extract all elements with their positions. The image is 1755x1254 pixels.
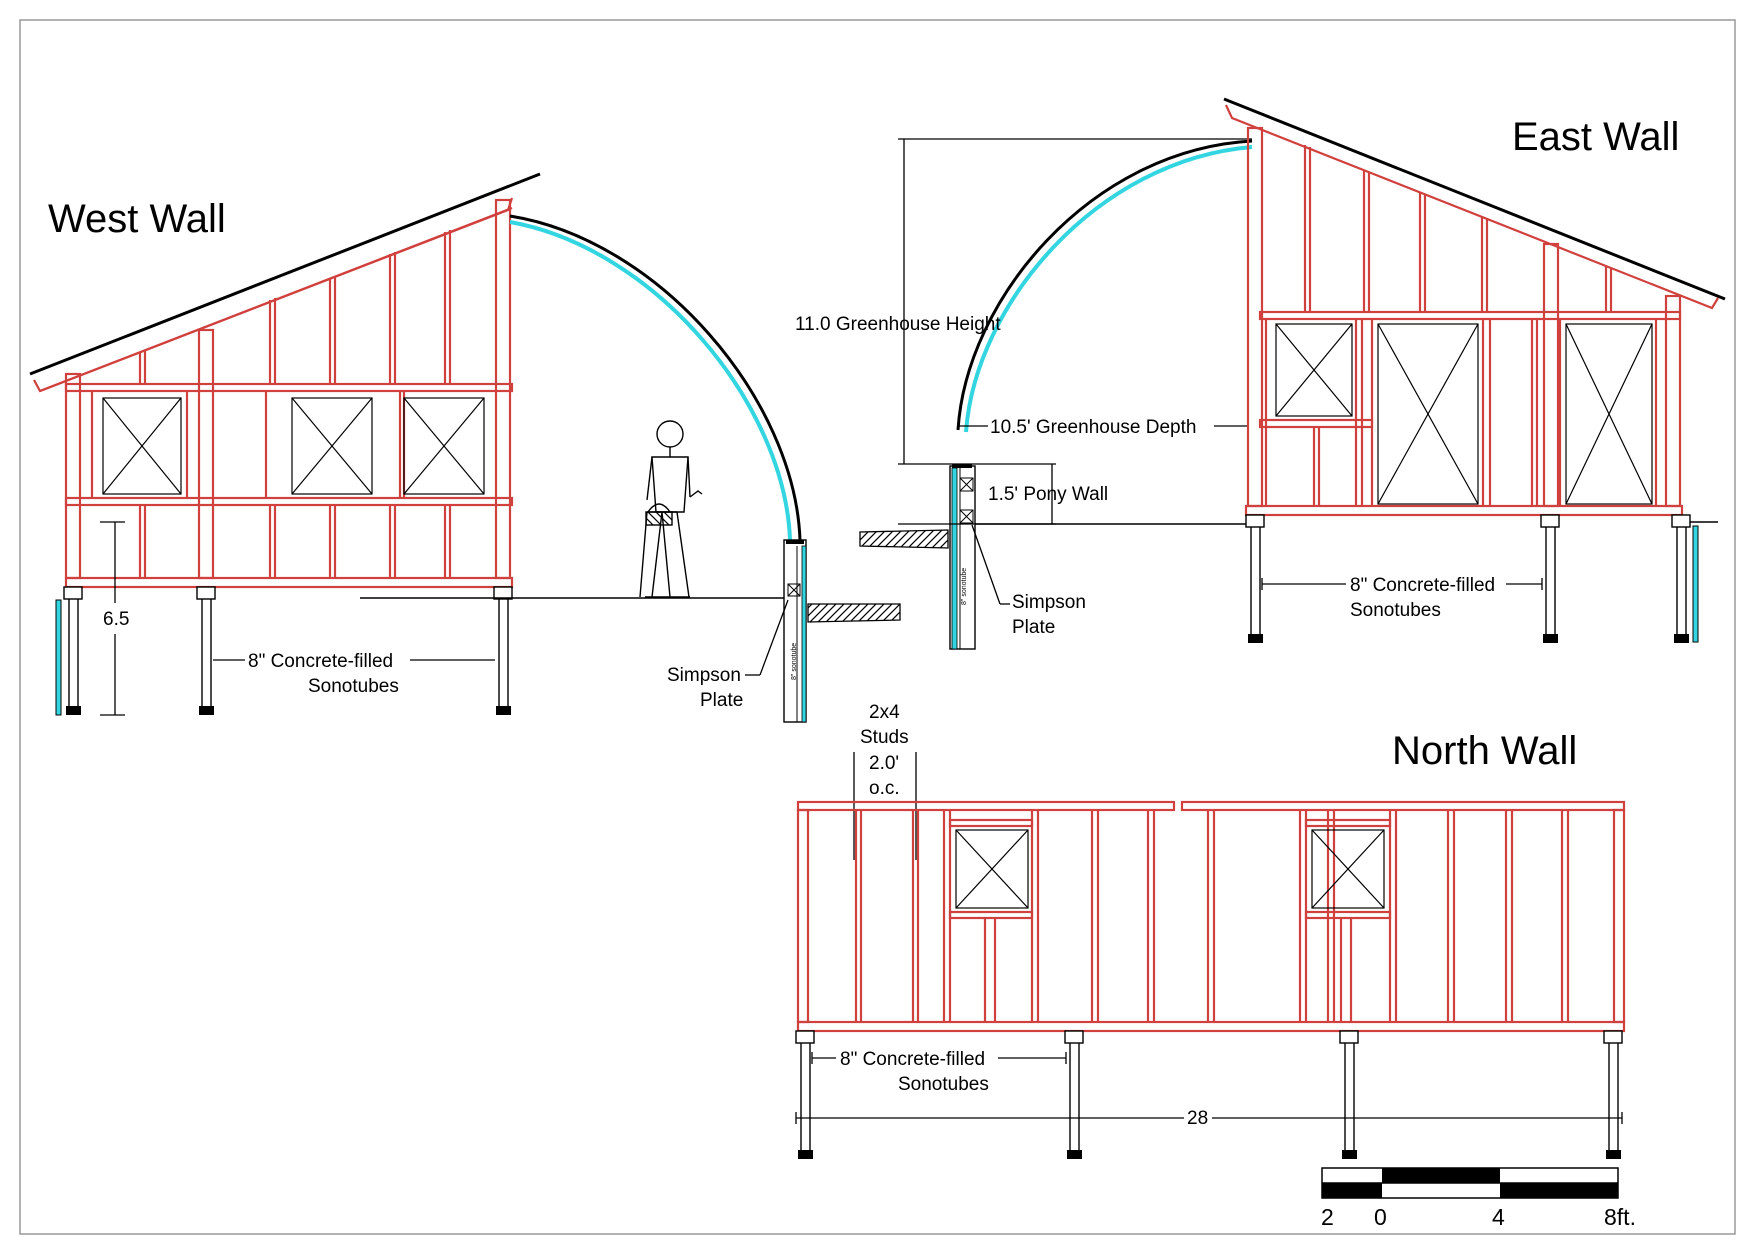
greenhouse-dimensions: 11.0 Greenhouse Height 10.5' Greenhouse … xyxy=(795,138,1252,525)
greenhouse-height-label: 11.0 Greenhouse Height xyxy=(795,314,1001,335)
west-sonotube-label-1: 8" Concrete-filled xyxy=(248,651,393,672)
north-studs-label-3: 2.0' xyxy=(869,753,899,774)
west-height-label: 6.5 xyxy=(103,609,129,630)
north-sonotubes xyxy=(795,1030,1623,1159)
east-sonotube-callout: 8" Concrete-filled Sonotubes xyxy=(1261,575,1543,621)
north-sonotube-label-1: 8" Concrete-filled xyxy=(840,1049,985,1070)
west-wall-title: West Wall xyxy=(48,197,226,241)
north-studs-label-2: Studs xyxy=(860,727,909,748)
scale-tick-0: 0 xyxy=(1374,1204,1387,1230)
scale-tick-2: 2 xyxy=(1321,1204,1334,1230)
north-wall-elevation: North Wall 2x4 Studs 2.0' o.c. xyxy=(795,702,1626,1159)
pony-wall-label: 1.5' Pony Wall xyxy=(988,484,1108,505)
west-sonotubes xyxy=(55,586,513,716)
east-sonotube-label-1: 8" Concrete-filled xyxy=(1350,575,1495,596)
scale-tick-4: 4 xyxy=(1492,1204,1505,1230)
west-simpson-label-2: Plate xyxy=(700,690,743,711)
east-greenhouse-hoop: 8" sonotube Simpson Plate xyxy=(859,139,1253,650)
north-sonotube-callout: 8" Concrete-filled Sonotubes xyxy=(811,1049,1067,1095)
east-wall-framing xyxy=(1244,126,1684,517)
person-figure xyxy=(639,420,703,598)
north-sonotube-label-2: Sonotubes xyxy=(898,1074,989,1095)
west-height-dimension: 6.5 xyxy=(100,521,129,716)
north-length-dimension: 28 xyxy=(795,1108,1623,1129)
east-door-2 xyxy=(1565,323,1653,505)
north-studs-callout: 2x4 Studs 2.0' o.c. xyxy=(853,702,917,860)
north-wall-framing xyxy=(796,800,1626,1033)
east-wall-elevation: East Wall xyxy=(1223,97,1726,643)
west-greenhouse-hoop: 8" sonotube Simpson Plate xyxy=(509,214,901,723)
west-sonotube-tag: 8" sonotube xyxy=(791,643,798,680)
east-door-1 xyxy=(1377,323,1479,505)
east-wall-title: East Wall xyxy=(1512,115,1679,159)
west-sonotube-callout: 8" Concrete-filled Sonotubes xyxy=(213,651,495,697)
greenhouse-depth-label: 10.5' Greenhouse Depth xyxy=(990,417,1196,438)
west-window-3 xyxy=(403,397,485,495)
north-window-1 xyxy=(955,829,1029,909)
east-simpson-label-2: Plate xyxy=(1012,617,1055,638)
east-window-1 xyxy=(1275,323,1353,417)
west-simpson-label-1: Simpson xyxy=(667,665,741,686)
north-wall-title: North Wall xyxy=(1392,729,1577,773)
east-sonotube-label-2: Sonotubes xyxy=(1350,600,1441,621)
north-studs-label-4: o.c. xyxy=(869,778,900,799)
scale-bar: 2 0 4 8ft. xyxy=(1321,1167,1636,1230)
east-roof xyxy=(1223,97,1726,310)
east-sonotubes xyxy=(1245,514,1718,643)
scale-tick-8ft: 8ft. xyxy=(1604,1204,1636,1230)
west-wall-framing xyxy=(64,198,514,589)
north-length-label: 28 xyxy=(1187,1108,1208,1129)
west-window-2 xyxy=(291,397,373,495)
west-window-1 xyxy=(102,397,182,495)
sheet-border xyxy=(19,19,1736,1235)
west-sonotube-label-2: Sonotubes xyxy=(308,676,399,697)
east-simpson-label-1: Simpson xyxy=(1012,592,1086,613)
north-studs-label-1: 2x4 xyxy=(869,702,900,723)
east-sonotube-tag: 8" sonotube xyxy=(961,568,968,605)
north-window-2 xyxy=(1311,829,1385,909)
west-wall-elevation: West Wall xyxy=(29,172,790,716)
